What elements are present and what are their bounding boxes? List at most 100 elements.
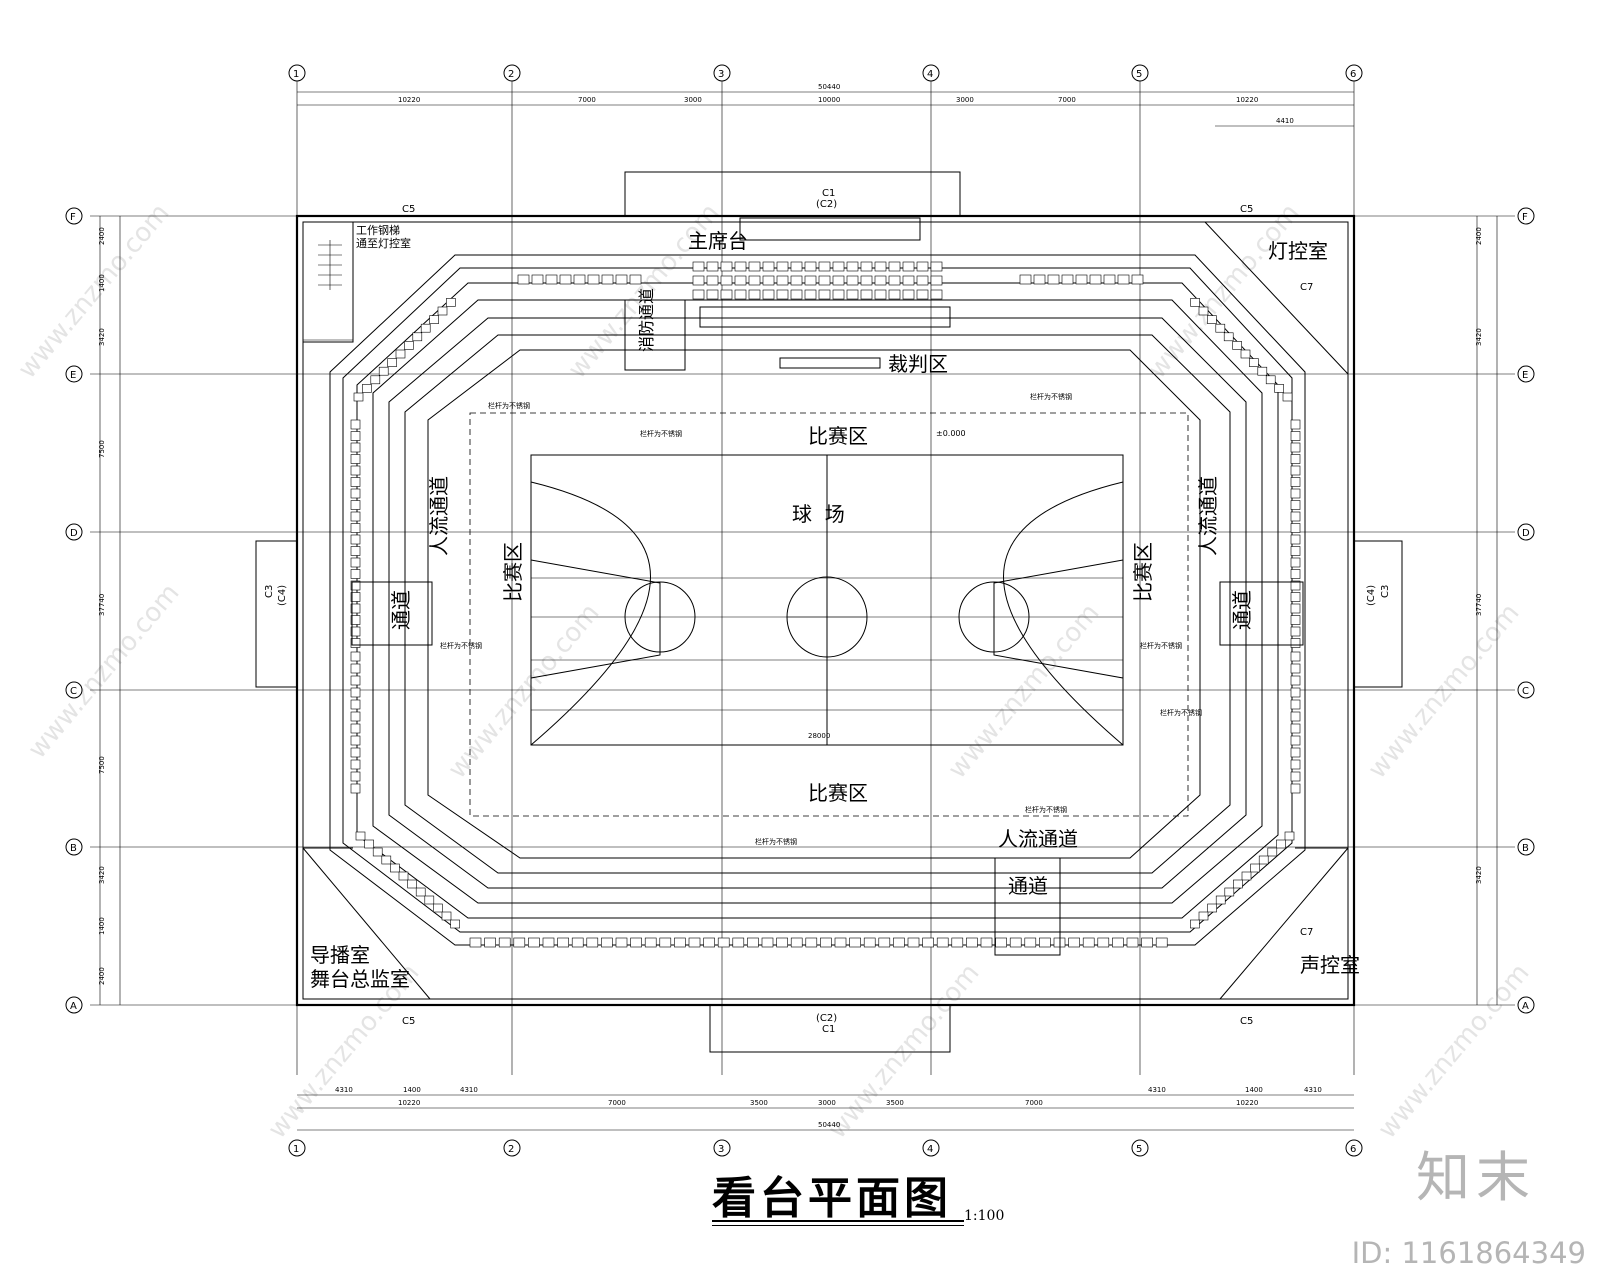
label-crowd-left: 人流通道 <box>427 476 451 556</box>
seat <box>832 261 845 272</box>
seat <box>930 261 943 272</box>
seat <box>450 919 460 929</box>
seat <box>350 488 361 499</box>
seat <box>1207 903 1217 913</box>
seat-rows-generated <box>350 261 1301 948</box>
seat <box>498 937 511 948</box>
seat <box>1250 863 1260 873</box>
seat <box>776 275 789 286</box>
dim-top-4: 10000 <box>818 96 840 104</box>
seat <box>1155 937 1168 948</box>
note-rail-4: 栏杆为不锈钢 <box>1160 708 1202 717</box>
seat <box>350 711 361 722</box>
seat <box>1126 937 1139 948</box>
dim-top-right: 4410 <box>1276 117 1294 125</box>
seat <box>630 937 642 948</box>
seat <box>951 937 964 948</box>
seat <box>1274 384 1284 393</box>
building-outline <box>255 171 1403 1053</box>
label-stair: 工作钢梯 <box>356 224 400 237</box>
seat <box>834 937 847 948</box>
note-rail-1: 栏杆为不锈钢 <box>640 429 682 438</box>
seat <box>601 937 613 948</box>
drawing-title: 看台平面图 1:100 <box>712 1162 1004 1226</box>
seat <box>732 937 745 948</box>
svg-text:5: 5 <box>1136 1144 1142 1155</box>
label-sound-control: 声控室 <box>1300 953 1360 977</box>
seat <box>790 275 803 286</box>
tag-c4-left: (C4) <box>277 585 288 606</box>
seat <box>420 323 431 333</box>
seat <box>412 332 423 342</box>
window-tags: C5 C5 C5 C5 C1 (C2) (C2) C1 C3 (C4) (C4)… <box>264 188 1391 1035</box>
tag-c1-bottom: C1 <box>822 1024 835 1035</box>
seat <box>706 289 719 300</box>
seat <box>350 419 361 430</box>
seat <box>1097 937 1110 948</box>
seat <box>1290 592 1301 602</box>
right-annex <box>1353 540 1403 688</box>
seat <box>692 275 705 286</box>
seat <box>350 465 361 476</box>
seat <box>545 274 558 285</box>
seat <box>370 375 381 385</box>
seat <box>1290 442 1301 453</box>
seat <box>350 771 361 782</box>
seat <box>936 937 949 948</box>
seat <box>860 289 873 300</box>
svg-text:3: 3 <box>718 69 724 80</box>
seat <box>818 275 831 286</box>
svg-text:A: A <box>70 1001 77 1012</box>
note-rail-7: 栏杆为不锈钢 <box>1030 392 1072 401</box>
label-main-stand: 主席台 <box>688 229 748 253</box>
tag-c1-top: C1 <box>822 188 835 199</box>
label-fire-passage: 消防通道 <box>637 288 656 352</box>
seat <box>762 289 775 300</box>
watermark-6: www.znzmo.com <box>942 598 1105 784</box>
seat <box>573 274 586 285</box>
seat <box>350 454 361 464</box>
seat <box>804 275 817 286</box>
seat <box>818 261 831 272</box>
seat <box>1290 663 1301 674</box>
seat <box>350 675 361 686</box>
seat <box>874 289 887 300</box>
seat <box>601 274 614 285</box>
seat <box>790 261 803 272</box>
svg-text:B: B <box>70 843 77 854</box>
seat <box>1290 534 1301 545</box>
seat <box>888 261 901 272</box>
watermark-layer: www.znzmo.com www.znzmo.com www.znzmo.co… <box>12 198 1535 1144</box>
seat <box>1290 735 1301 746</box>
label-referee: 裁判区 <box>888 352 948 376</box>
seat <box>849 937 861 948</box>
seat <box>350 569 361 579</box>
dim-right-3: 3420 <box>1475 328 1483 346</box>
seat <box>407 879 417 889</box>
seat <box>350 592 361 602</box>
seat <box>1198 911 1209 921</box>
svg-text:A: A <box>1522 1001 1529 1012</box>
watermark-5: www.znzmo.com <box>442 598 605 784</box>
seat <box>390 863 400 873</box>
seat <box>484 937 496 948</box>
seat <box>874 275 887 286</box>
seat <box>790 289 803 300</box>
seat <box>350 603 361 614</box>
axis-column-5: 55 <box>1131 64 1149 1157</box>
tag-c2-bottom: (C2) <box>816 1013 837 1024</box>
seat <box>916 289 929 300</box>
seat <box>1290 687 1301 698</box>
seat <box>378 366 389 376</box>
seat <box>1198 306 1209 316</box>
seat <box>350 477 361 487</box>
svg-text:E: E <box>1522 370 1528 381</box>
dim-left-5: 37740 <box>98 594 106 616</box>
seat <box>1068 937 1080 948</box>
seat <box>805 937 818 948</box>
bottom-passage-block <box>994 857 1061 956</box>
seat <box>1290 771 1301 782</box>
